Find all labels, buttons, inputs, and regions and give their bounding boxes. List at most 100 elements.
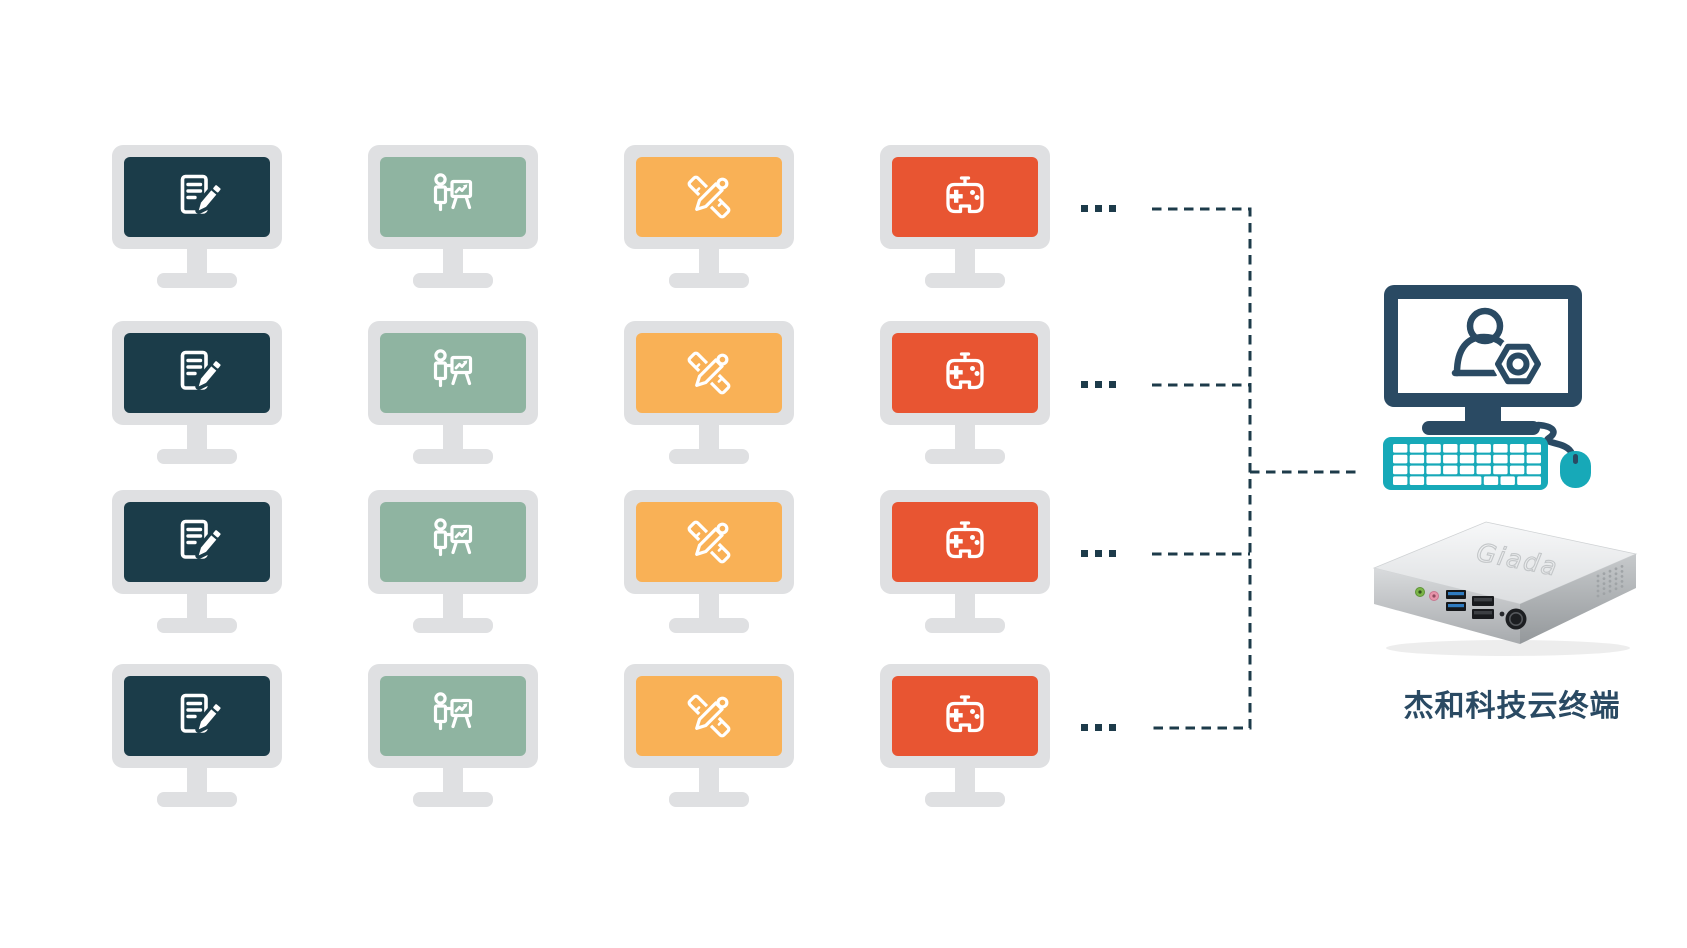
gaming-workstation-monitor bbox=[880, 664, 1050, 810]
monitor-stand-base bbox=[413, 792, 493, 807]
user-gear-icon bbox=[1451, 307, 1545, 388]
document-edit-icon bbox=[180, 174, 225, 214]
monitor-stand-neck bbox=[699, 424, 719, 451]
monitor-stand-neck bbox=[955, 767, 975, 794]
monitor-stand-neck bbox=[187, 424, 207, 451]
design-workstation-monitor bbox=[624, 664, 794, 810]
monitor-stand-neck bbox=[187, 593, 207, 620]
monitor-stand-base bbox=[925, 792, 1005, 807]
monitor-stand-base bbox=[157, 449, 237, 464]
cloud-terminal-computer bbox=[1383, 285, 1684, 495]
ellipsis-dots bbox=[1081, 724, 1116, 731]
monitor-stand-neck bbox=[955, 593, 975, 620]
design-tools-icon bbox=[687, 694, 731, 738]
document-edit-icon bbox=[180, 693, 225, 733]
monitor-stand-base bbox=[925, 449, 1005, 464]
ellipsis-dots bbox=[1081, 381, 1116, 388]
monitor-stand-base bbox=[157, 618, 237, 633]
ellipsis-dot bbox=[1081, 205, 1088, 212]
office-document-workstation-monitor bbox=[112, 145, 282, 291]
terminal-monitor-base bbox=[1422, 421, 1540, 435]
office-document-workstation-monitor bbox=[112, 321, 282, 467]
cloud-terminal-device: Giada bbox=[1372, 521, 1638, 656]
monitor-screen bbox=[892, 676, 1038, 756]
ellipsis-dot bbox=[1109, 550, 1116, 557]
monitor-stand-neck bbox=[955, 248, 975, 275]
monitor-stand-base bbox=[669, 792, 749, 807]
monitor-stand-base bbox=[669, 618, 749, 633]
monitor-stand-base bbox=[925, 618, 1005, 633]
presentation-chart-icon bbox=[433, 173, 473, 212]
keyboard-icon bbox=[1383, 437, 1548, 490]
monitor-stand-neck bbox=[699, 248, 719, 275]
mouse-wheel bbox=[1573, 454, 1578, 464]
monitor-stand-neck bbox=[443, 424, 463, 451]
monitor-stand-base bbox=[157, 792, 237, 807]
device-vent-grille bbox=[1596, 565, 1624, 598]
monitor-screen bbox=[636, 502, 782, 582]
monitor-stand-neck bbox=[699, 767, 719, 794]
monitor-stand-base bbox=[413, 273, 493, 288]
monitor-screen bbox=[380, 676, 526, 756]
device-caption: 杰和科技云终端 bbox=[1403, 689, 1621, 724]
ellipsis-dot bbox=[1095, 205, 1102, 212]
document-edit-icon bbox=[180, 350, 225, 390]
monitor-stand-neck bbox=[955, 424, 975, 451]
monitor-stand-base bbox=[413, 449, 493, 464]
ellipsis-dot bbox=[1095, 724, 1102, 731]
monitor-stand-base bbox=[157, 273, 237, 288]
monitor-screen bbox=[380, 333, 526, 413]
monitor-stand-neck bbox=[443, 767, 463, 794]
design-tools-icon bbox=[687, 520, 731, 564]
design-workstation-monitor bbox=[624, 145, 794, 291]
monitor-screen bbox=[380, 157, 526, 237]
monitor-screen bbox=[892, 502, 1038, 582]
monitor-screen bbox=[380, 502, 526, 582]
device-shadow bbox=[1386, 640, 1630, 656]
monitor-screen bbox=[124, 157, 270, 237]
presentation-chart-icon bbox=[433, 692, 473, 731]
terminal-monitor-stand bbox=[1465, 405, 1501, 423]
design-workstation-monitor bbox=[624, 490, 794, 636]
game-controller-icon bbox=[946, 176, 984, 214]
presentation-workstation-monitor bbox=[368, 664, 538, 810]
device-ports bbox=[1415, 587, 1527, 630]
presentation-workstation-monitor bbox=[368, 321, 538, 467]
design-tools-icon bbox=[687, 351, 731, 395]
monitor-stand-base bbox=[925, 273, 1005, 288]
ellipsis-dot bbox=[1095, 381, 1102, 388]
ellipsis-dot bbox=[1095, 550, 1102, 557]
monitor-stand-base bbox=[669, 273, 749, 288]
ellipsis-dot bbox=[1109, 724, 1116, 731]
game-controller-icon bbox=[946, 695, 984, 733]
ellipsis-dots bbox=[1081, 550, 1116, 557]
ellipsis-dot bbox=[1081, 381, 1088, 388]
monitor-screen bbox=[636, 676, 782, 756]
monitor-stand-neck bbox=[443, 593, 463, 620]
document-edit-icon bbox=[180, 519, 225, 559]
gaming-workstation-monitor bbox=[880, 145, 1050, 291]
presentation-chart-icon bbox=[433, 518, 473, 557]
monitor-screen bbox=[636, 157, 782, 237]
monitor-screen bbox=[124, 676, 270, 756]
game-controller-icon bbox=[946, 352, 984, 390]
ellipsis-dot bbox=[1109, 381, 1116, 388]
presentation-workstation-monitor bbox=[368, 490, 538, 636]
ellipsis-dots bbox=[1081, 205, 1116, 212]
ellipsis-dot bbox=[1081, 724, 1088, 731]
device-side-face bbox=[1520, 554, 1636, 644]
monitor-screen bbox=[892, 157, 1038, 237]
monitor-screen bbox=[124, 333, 270, 413]
monitor-screen bbox=[636, 333, 782, 413]
presentation-workstation-monitor bbox=[368, 145, 538, 291]
monitor-screen bbox=[892, 333, 1038, 413]
mouse-icon bbox=[1560, 451, 1591, 488]
office-document-workstation-monitor bbox=[112, 664, 282, 810]
gaming-workstation-monitor bbox=[880, 490, 1050, 636]
design-workstation-monitor bbox=[624, 321, 794, 467]
office-document-workstation-monitor bbox=[112, 490, 282, 636]
monitor-screen bbox=[124, 502, 270, 582]
